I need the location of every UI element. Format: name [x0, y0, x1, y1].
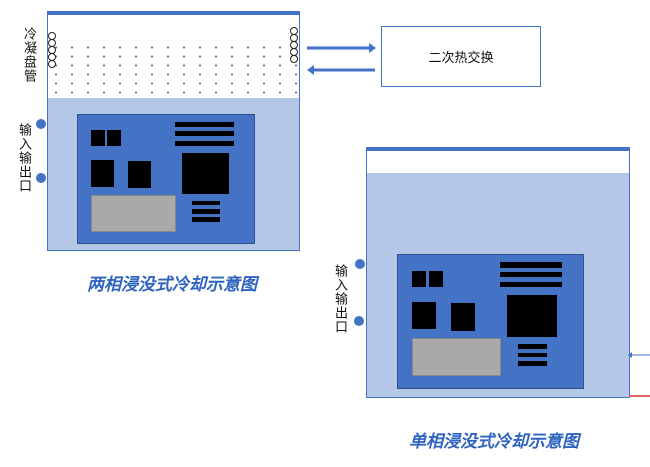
- tank-headspace: [48, 15, 299, 43]
- connector: [192, 217, 220, 222]
- processor: [181, 153, 230, 195]
- server-board: [77, 114, 255, 244]
- storage-module: [411, 338, 501, 377]
- connector: [518, 352, 547, 358]
- memory-slot: [174, 131, 234, 137]
- inlet-arrow-icon: [628, 352, 650, 358]
- tank-headspace: [367, 151, 629, 173]
- chip: [411, 301, 436, 330]
- memory-slot: [174, 140, 234, 146]
- single-phase-caption: 单相浸没式冷却示意图: [409, 432, 579, 452]
- memory-slot: [499, 271, 562, 277]
- io-port-label: 输入输出口: [16, 123, 31, 193]
- condenser-coil-label: 冷凝盘管: [21, 27, 36, 83]
- connector: [518, 344, 547, 349]
- chip: [428, 270, 444, 288]
- connector: [192, 209, 220, 214]
- input-port: [36, 119, 46, 129]
- connector: [192, 200, 220, 206]
- input-port: [355, 259, 365, 269]
- single-phase-tank: [366, 147, 630, 398]
- chip: [127, 161, 151, 188]
- arrow-left-icon: [307, 65, 375, 75]
- two-phase-caption: 两相浸没式冷却示意图: [87, 275, 257, 295]
- output-port: [36, 173, 46, 183]
- io-port-label: 输入输出口: [332, 264, 347, 334]
- heat-exchange-box: 二次热交换: [381, 26, 541, 87]
- server-board: [397, 254, 584, 389]
- memory-slot: [174, 122, 234, 128]
- chip: [411, 270, 427, 288]
- outlet-pipe: [629, 395, 650, 397]
- output-port: [354, 316, 364, 326]
- vapor-layer: [48, 43, 299, 98]
- chip: [450, 302, 475, 331]
- memory-slot: [499, 262, 562, 268]
- arrow-right-icon: [307, 43, 376, 53]
- condenser-coil-left: [48, 32, 56, 68]
- memory-slot: [499, 281, 562, 287]
- condenser-coil-right: [290, 27, 298, 63]
- chip: [91, 129, 106, 146]
- exchange-arrows: [307, 43, 376, 75]
- processor: [507, 294, 558, 338]
- storage-module: [91, 195, 176, 232]
- chip: [107, 129, 122, 146]
- connector: [518, 361, 547, 367]
- two-phase-tank: [47, 11, 300, 251]
- chip: [91, 159, 114, 187]
